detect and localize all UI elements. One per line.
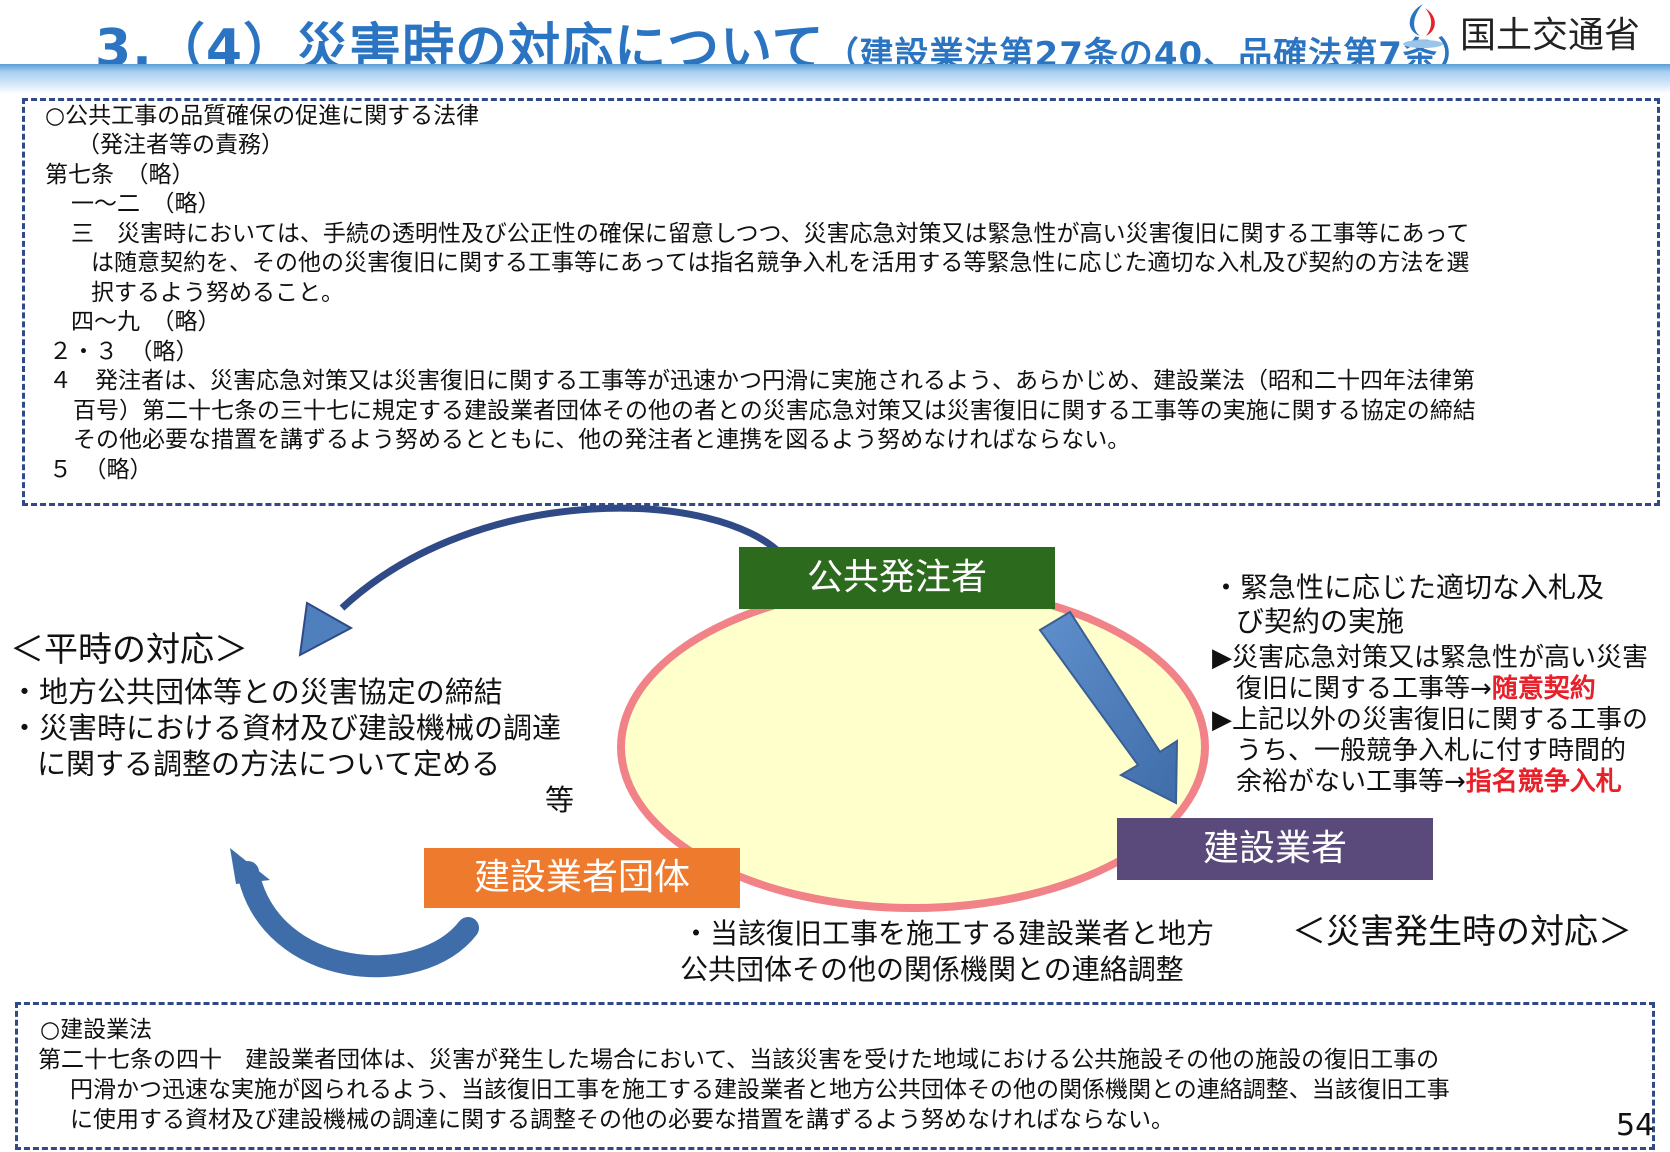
ministry-logo-icon xyxy=(1403,4,1443,48)
arrowhead-icon xyxy=(298,601,354,657)
designated-bidding-label: 指名競争入札 xyxy=(1465,767,1622,797)
emergency-note-text: 復旧に関する工事等→ xyxy=(1236,674,1492,704)
law-line: に使用する資材及び建設機械の調達に関する調整その他の必要な措置を講ずるよう努めな… xyxy=(70,1107,1174,1133)
coordination-note: ・当該復旧工事を施工する建設業者と地方 xyxy=(682,917,1215,950)
law-line: 一～二 （略） xyxy=(71,191,221,217)
law-line: ５ （略） xyxy=(49,457,153,483)
emergency-note: ▶災害応急対策又は緊急性が高い災害 xyxy=(1212,643,1648,673)
emergency-note: 復旧に関する工事等→随意契約 xyxy=(1236,674,1596,705)
emergency-note: ・緊急性に応じた適切な入札及 xyxy=(1212,571,1605,604)
emergency-note-text: 余裕がない工事等→ xyxy=(1236,767,1466,797)
law-line: 択するよう努めること。 xyxy=(91,280,344,306)
law-line: （発注者等の責務） xyxy=(77,132,284,158)
peace-item: ・地方公共団体等との災害協定の締結 xyxy=(10,675,503,709)
law-line: ２・３ （略） xyxy=(49,339,199,365)
law-line: その他必要な措置を講ずるよう努めるとともに、他の発注者と連携を図るよう努めなけれ… xyxy=(73,427,1131,453)
law-line: 円滑かつ迅速な実施が図られるよう、当該復旧工事を施工する建設業者と地方公共団体そ… xyxy=(70,1077,1450,1103)
peace-item: ・災害時における資材及び建設機械の調達 xyxy=(10,711,562,745)
page-number: 54 xyxy=(1616,1108,1655,1143)
coordination-note: 公共団体その他の関係機関との連絡調整 xyxy=(680,953,1184,986)
law-line: 四～九 （略） xyxy=(71,309,221,335)
law-excerpt-construction-business: ○建設業法 第二十七条の四十 建設業者団体は、災害が発生した場合において、当該災… xyxy=(15,1002,1655,1150)
peace-time-heading: ＜平時の対応＞ xyxy=(10,630,248,670)
law-line: ○建設業法 xyxy=(40,1017,153,1043)
ministry-name: 国土交通省 xyxy=(1460,15,1641,56)
disaster-time-heading: ＜災害発生時の対応＞ xyxy=(1292,912,1632,952)
peace-etc: 等 xyxy=(545,783,575,817)
law-line: ４ 発注者は、災害応急対策又は災害復旧に関する工事等が迅速かつ円滑に実施されるよ… xyxy=(49,368,1475,394)
emergency-note: うち、一般競争入札に付す時間的 xyxy=(1236,736,1627,766)
curved-arrow-icon xyxy=(237,861,479,978)
law-line: 第七条 （略） xyxy=(45,162,195,188)
contractor-association-box: 建設業者団体 xyxy=(424,848,740,908)
peace-item: に関する調整の方法について定める xyxy=(37,747,501,781)
law-line: 三 災害時においては、手続の透明性及び公正性の確保に留意しつつ、災害応急対策又は… xyxy=(71,221,1470,247)
negotiated-contract-label: 随意契約 xyxy=(1491,674,1596,704)
emergency-note: ▶上記以外の災害復旧に関する工事の xyxy=(1212,705,1648,735)
emergency-note: び契約の実施 xyxy=(1236,605,1405,638)
law-line: 第二十七条の四十 建設業者団体は、災害が発生した場合において、当該災害を受けた地… xyxy=(38,1047,1440,1073)
law-line: ○公共工事の品質確保の促進に関する法律 xyxy=(45,103,480,129)
law-excerpt-quality-assurance: ○公共工事の品質確保の促進に関する法律 （発注者等の責務） 第七条 （略） 一～… xyxy=(22,98,1660,506)
emergency-note: 余裕がない工事等→指名競争入札 xyxy=(1236,767,1622,798)
law-line: は随意契約を、その他の災害復旧に関する工事等にあっては指名競争入札を活用する等緊… xyxy=(91,250,1470,276)
arrowhead-icon xyxy=(230,848,270,884)
curved-arrow-icon xyxy=(339,504,785,611)
contractor-box: 建設業者 xyxy=(1117,818,1433,880)
diagonal-arrow-icon xyxy=(1038,610,1179,805)
header-band xyxy=(0,64,1670,94)
public-client-box: 公共発注者 xyxy=(739,547,1055,609)
law-line: 百号）第二十七条の三十七に規定する建設業者団体その他の者との災害応急対策又は災害… xyxy=(73,398,1476,424)
